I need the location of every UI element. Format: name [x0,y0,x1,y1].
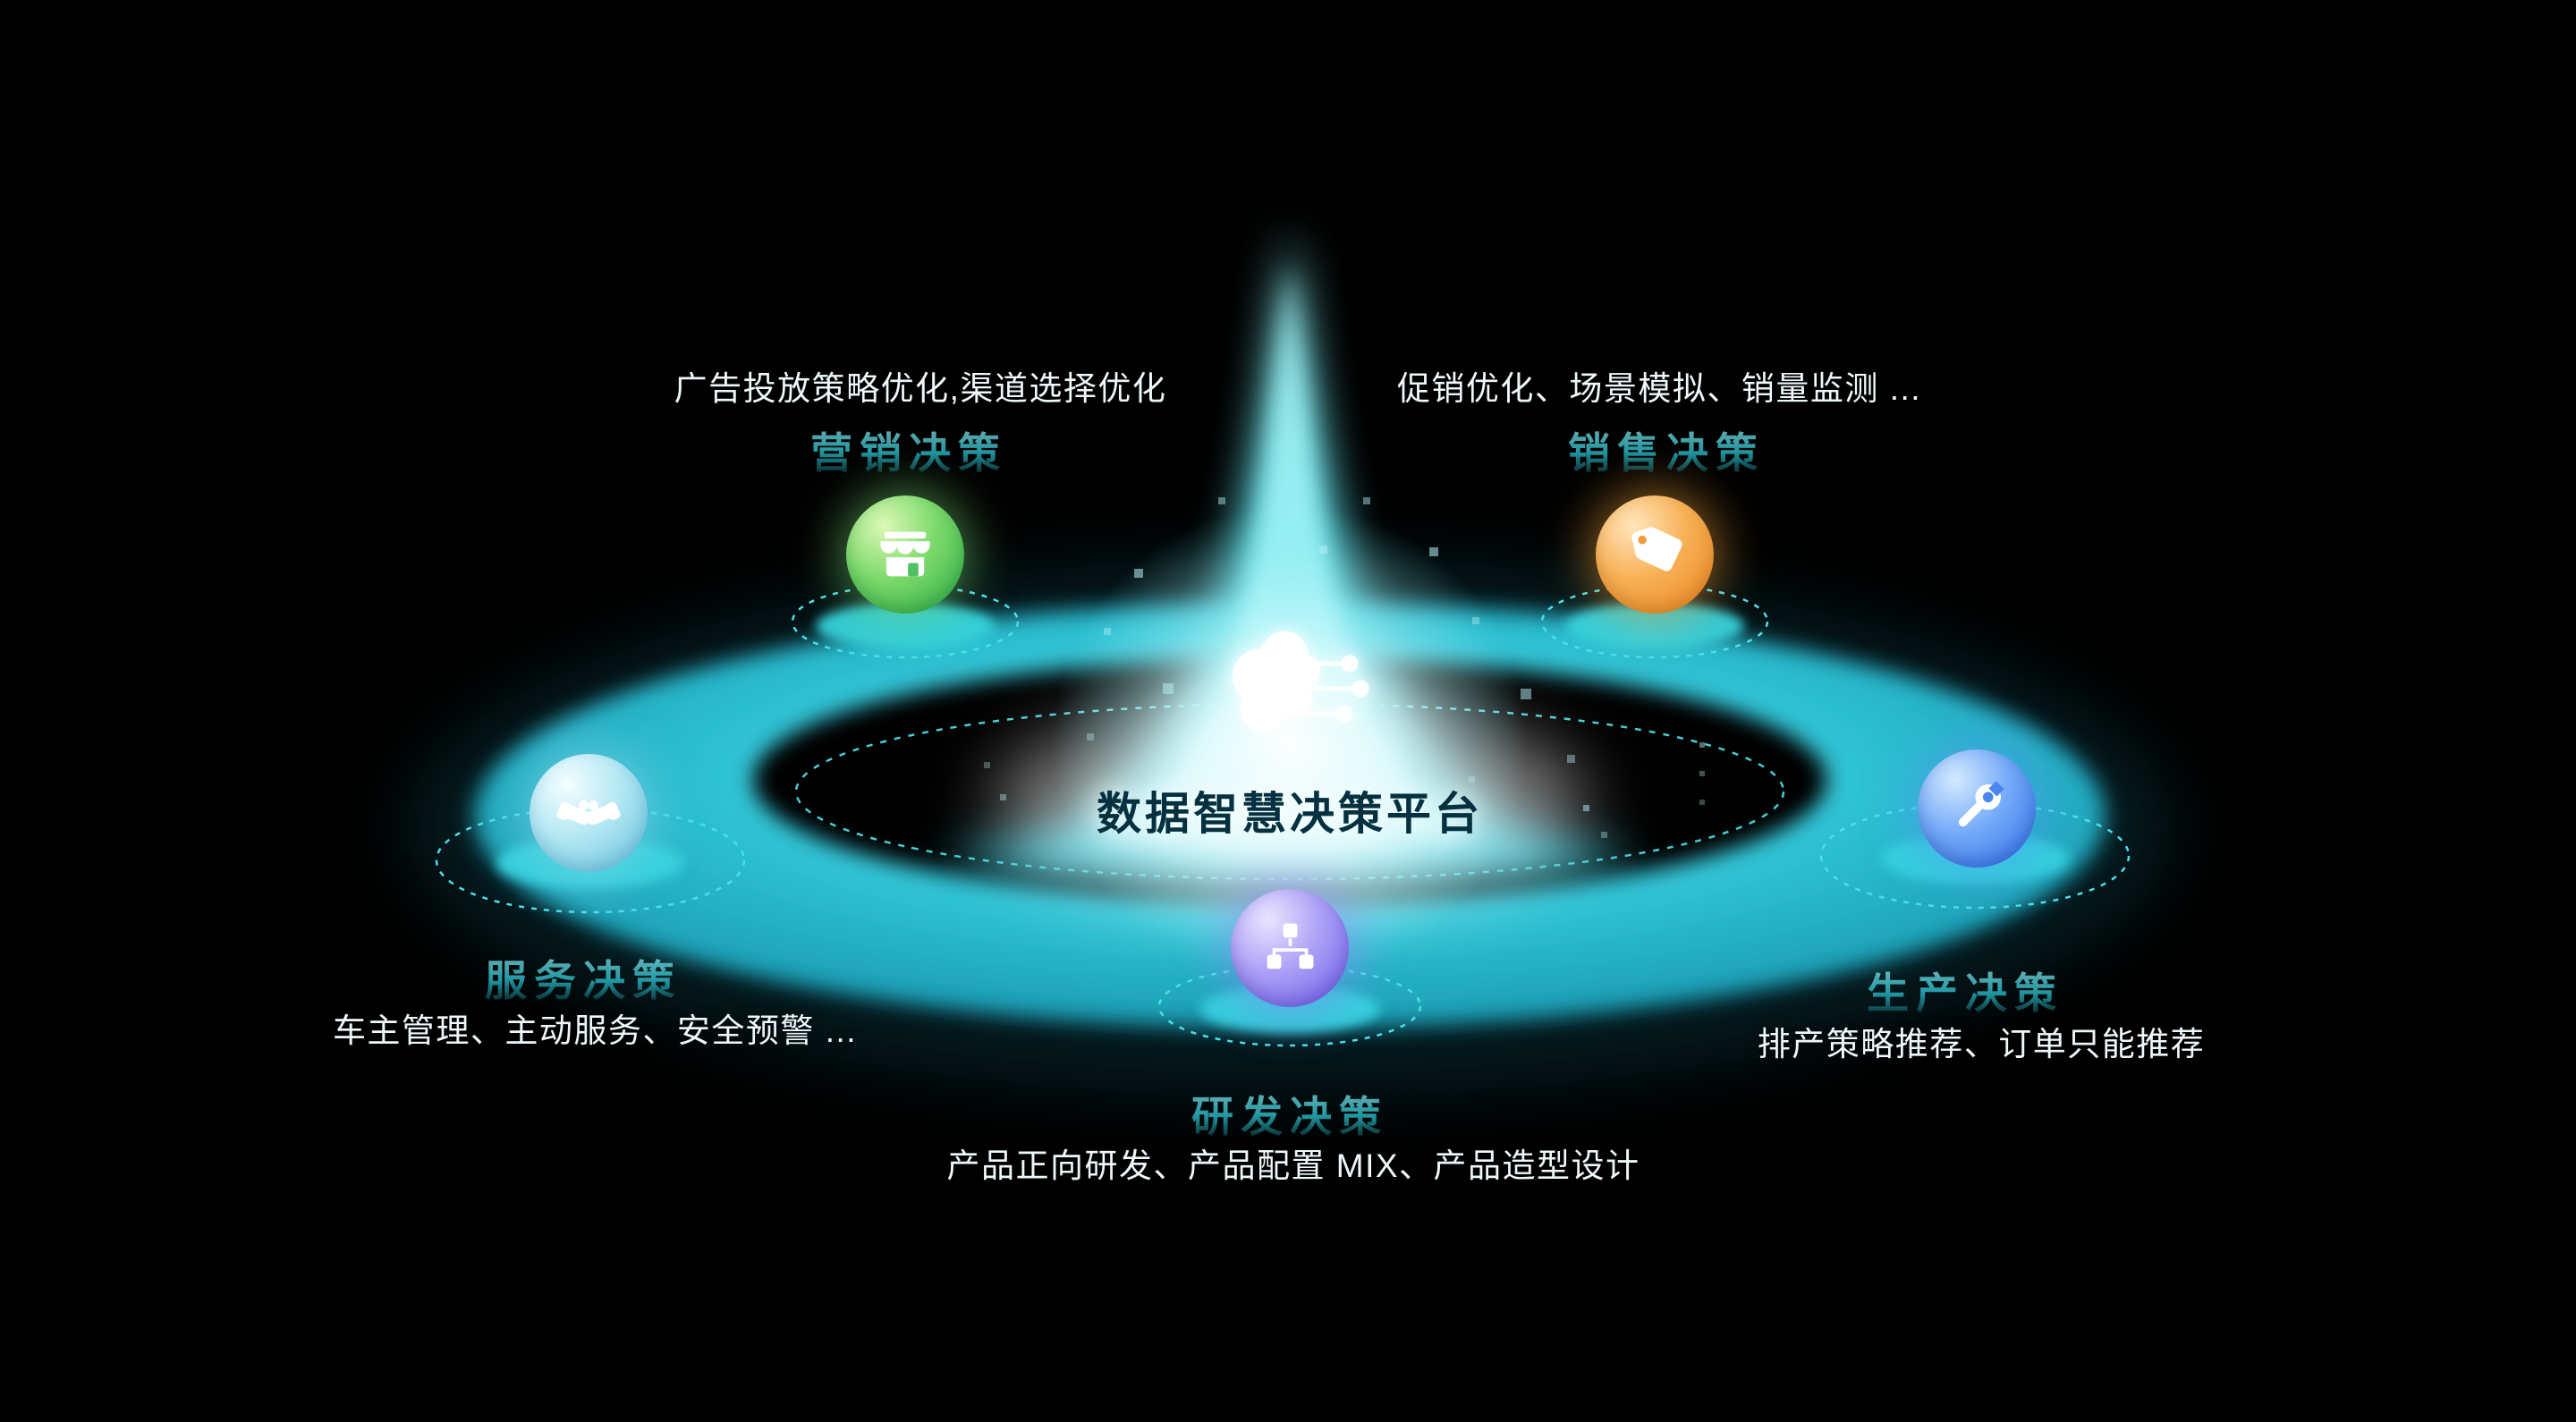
platform-title: 数据智慧决策平台 [1097,789,1483,839]
node-desc-service: 车主管理、主动服务、安全预警 ... [332,1012,858,1049]
data-pixels [984,497,1705,838]
node-label-production: 生产决策 [1867,959,2063,1020]
wrench-icon [1958,781,2004,827]
node-service [530,754,648,872]
price-tag-icon [1631,527,1682,571]
node-production [1918,749,2036,868]
inner-orbit-dashed-ring [794,702,1785,881]
title-glow [995,702,1585,908]
node-label-service: 服务决策 [485,946,682,1008]
node-desc-sales: 促销优化、场景模拟、销量监测 ... [1396,370,1922,407]
node-desc-production: 排产策略推荐、订单只能推荐 [1757,1026,2206,1062]
brain-circuit-icon [1233,631,1369,732]
node-label-sales: 销售决策 [1568,419,1765,480]
node-sales [1596,495,1714,614]
node-desc-rnd: 产品正向研发、产品配置 MIX、产品造型设计 [946,1147,1640,1184]
node-marketing [846,495,964,614]
hierarchy-icon [1267,923,1314,969]
handshake-icon [556,800,621,825]
storefront-icon [880,531,930,577]
node-desc-marketing: 广告投放策略优化,渠道选择优化 [674,370,1167,407]
node-rnd [1231,889,1349,1007]
node-label-marketing: 营销决策 [810,419,1007,480]
node-label-rnd: 研发决策 [1191,1082,1388,1144]
